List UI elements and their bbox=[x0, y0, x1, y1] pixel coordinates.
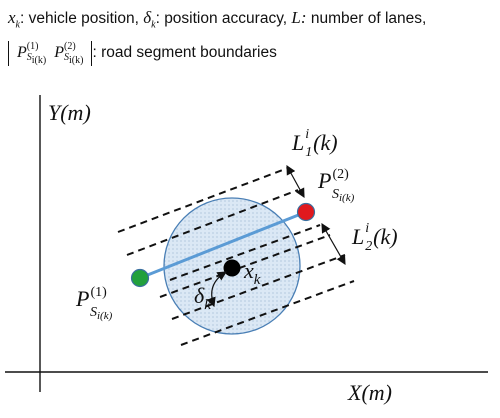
accuracy-radius-arrow bbox=[206, 271, 228, 308]
lane-line-3 bbox=[169, 224, 321, 281]
caption-xk-desc: : vehicle position, bbox=[20, 10, 144, 27]
p2-subscript: Si(k) bbox=[332, 187, 355, 204]
caption-bounds-desc: : road segment boundaries bbox=[92, 44, 277, 62]
caption-L-symbol: L: bbox=[291, 8, 307, 27]
caption-L-desc: number of lanes, bbox=[306, 10, 427, 27]
caption: xk: vehicle position, δk: position accur… bbox=[8, 4, 494, 67]
caption-xk-symbol: xk bbox=[8, 8, 20, 31]
p2-label: P(2) bbox=[317, 167, 349, 193]
vehicle-label: xk bbox=[243, 258, 261, 288]
p1-subscript: Si(k) bbox=[90, 305, 113, 322]
segment-start-point bbox=[130, 268, 150, 288]
lane-line-2 bbox=[126, 189, 299, 256]
lane-line-6 bbox=[180, 280, 355, 346]
x-axis-label: X(m) bbox=[347, 380, 392, 405]
lane2-width-arrow bbox=[321, 222, 346, 266]
accuracy-label: δk bbox=[194, 283, 211, 313]
lane-line-1 bbox=[117, 167, 289, 233]
y-axis-label: Y(m) bbox=[48, 100, 91, 125]
segment-end-point bbox=[296, 202, 316, 222]
p1-label: P(1) bbox=[75, 285, 107, 311]
lane-lines bbox=[117, 167, 355, 346]
road-segment bbox=[139, 210, 307, 280]
lane1-label: L1i(k) bbox=[291, 127, 338, 160]
lane-line-4 bbox=[159, 234, 331, 298]
caption-dk-symbol: δk bbox=[143, 8, 156, 31]
lane2-label: L2i(k) bbox=[351, 221, 398, 254]
lane1-width-arrow bbox=[286, 164, 305, 199]
vehicle-position bbox=[223, 259, 241, 277]
caption-dk-desc: : position accuracy, bbox=[155, 10, 292, 27]
caption-bounds-matrix: P(1)Si(k)P(2)Si(k) bbox=[8, 40, 93, 66]
lane-line-5 bbox=[171, 254, 346, 320]
